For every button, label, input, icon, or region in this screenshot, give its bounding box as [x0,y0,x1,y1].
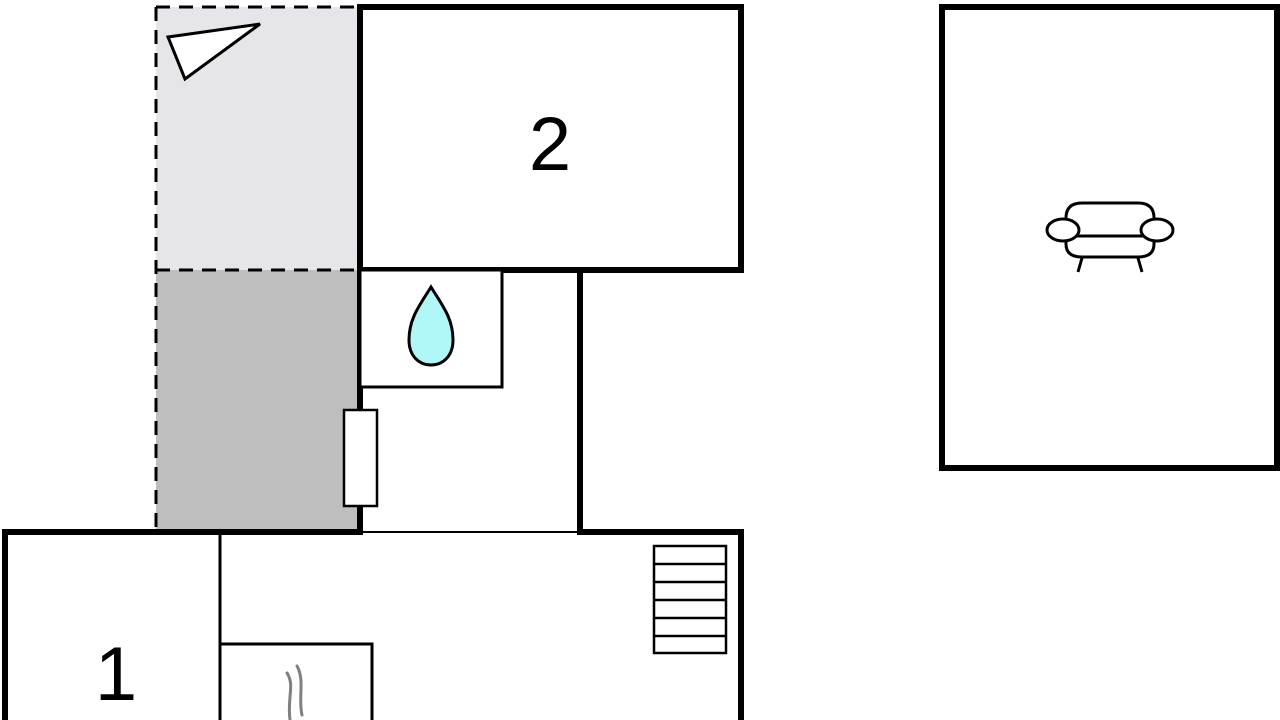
room-2 [357,4,744,273]
room-1-label: 1 [95,632,137,717]
stairs-icon [652,544,728,655]
water-drop-icon [407,284,455,367]
door-icon [342,408,379,508]
heating-icon [285,664,304,720]
terrace-dashed-border [154,5,360,530]
ground-floor-walls [2,529,744,720]
kitchen-box [221,642,374,720]
compass-triangle-icon [165,22,261,82]
terrace-lower [156,270,360,532]
room-2-label: 2 [529,102,571,187]
sofa-icon [1045,201,1175,273]
